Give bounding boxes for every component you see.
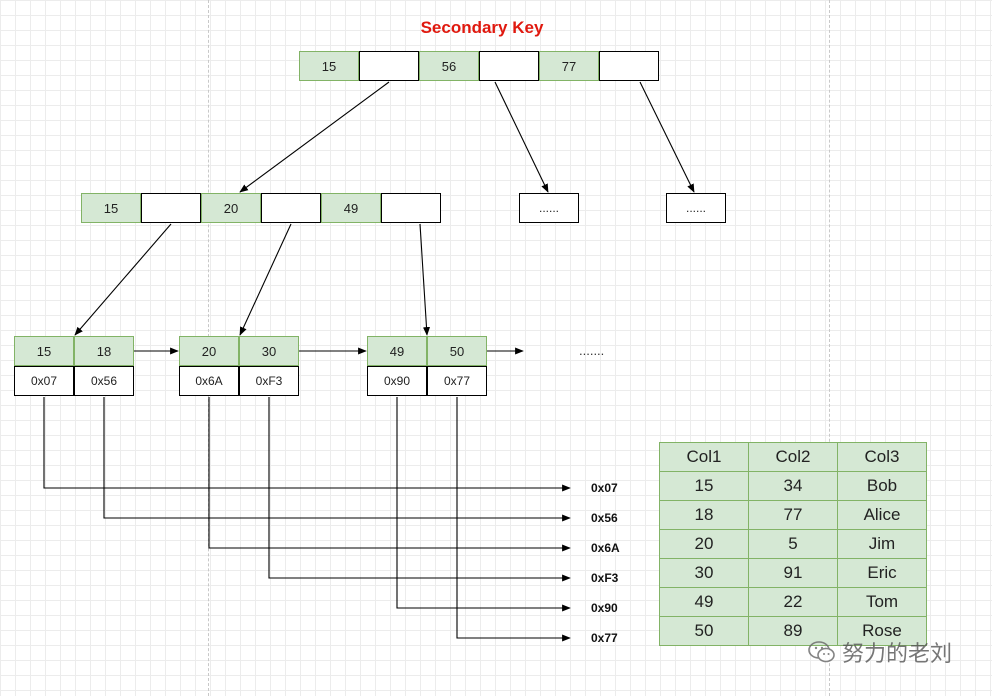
internal-pointer-2 (261, 193, 321, 223)
watermark: 努力的老刘 (808, 636, 952, 668)
table-cell: 91 (748, 558, 838, 588)
table-row: 30 91 Eric (659, 558, 927, 588)
leaf-address: 0x77 (427, 366, 487, 396)
table-row: 20 5 Jim (659, 529, 927, 559)
table-row: 49 22 Tom (659, 587, 927, 617)
arrow-root-to-node-a (494, 81, 549, 193)
internal-key-3: 49 (321, 193, 381, 223)
table-cell: 30 (659, 558, 749, 588)
arrow-address-0x6A (208, 397, 571, 552)
address-label: 0x56 (591, 511, 618, 525)
table-row: 15 34 Bob (659, 471, 927, 501)
leaf-key: 15 (14, 336, 74, 366)
table-cell: 50 (659, 616, 749, 646)
leaf-address: 0x6A (179, 366, 239, 396)
address-label: 0x90 (591, 601, 618, 615)
table-cell: 89 (748, 616, 838, 646)
table-cell: Rose (837, 616, 927, 646)
collapsed-node-b: ...... (666, 193, 726, 223)
internal-key-2: 20 (201, 193, 261, 223)
leaf-address: 0xF3 (239, 366, 299, 396)
internal-key-1: 15 (81, 193, 141, 223)
leaf-key: 50 (427, 336, 487, 366)
diagram-title: Secondary Key (420, 18, 544, 37)
arrow-internal-to-leaf-2 (239, 223, 292, 336)
table-cell: 5 (748, 529, 838, 559)
leaf-address: 0x56 (74, 366, 134, 396)
table-cell: 77 (748, 500, 838, 530)
wechat-icon (808, 641, 835, 663)
table-cell: 34 (748, 471, 838, 501)
collapsed-node-a: ...... (519, 193, 579, 223)
divider-right (829, 0, 830, 696)
table-cell: 49 (659, 587, 749, 617)
table-cell: 22 (748, 587, 838, 617)
root-key-3: 77 (539, 51, 599, 81)
root-pointer-2 (479, 51, 539, 81)
leaf-ellipsis: ....... (579, 343, 605, 358)
table-cell: Alice (837, 500, 927, 530)
internal-pointer-1 (141, 193, 201, 223)
leaf-key: 18 (74, 336, 134, 366)
table-row: 18 77 Alice (659, 500, 927, 530)
leaf-key: 49 (367, 336, 427, 366)
table-cell: Bob (837, 471, 927, 501)
leaf-key: 20 (179, 336, 239, 366)
arrow-root-to-internal (239, 81, 390, 193)
table-header-cell: Col1 (659, 442, 749, 472)
table-cell: Jim (837, 529, 927, 559)
arrow-internal-to-leaf-3 (419, 223, 431, 336)
row-data-table: Col1 Col2 Col3 15 34 Bob 18 77 Alice 20 … (659, 442, 927, 646)
arrow-address-0xF3 (268, 397, 571, 582)
address-label: 0x07 (591, 481, 618, 495)
internal-pointer-3 (381, 193, 441, 223)
arrow-address-0x07 (43, 397, 571, 492)
arrow-address-0x56 (103, 397, 571, 522)
arrow-address-0x90 (396, 397, 571, 612)
arrow-address-0x77 (456, 397, 571, 642)
table-header-cell: Col3 (837, 442, 927, 472)
root-pointer-3 (599, 51, 659, 81)
table-cell: 20 (659, 529, 749, 559)
root-key-1: 15 (299, 51, 359, 81)
arrow-root-to-node-b (639, 81, 695, 193)
address-label: 0x77 (591, 631, 618, 645)
watermark-text: 努力的老刘 (842, 641, 953, 666)
leaf-key: 30 (239, 336, 299, 366)
table-cell: Eric (837, 558, 927, 588)
table-cell: 18 (659, 500, 749, 530)
leaf-address: 0x90 (367, 366, 427, 396)
leaf-address: 0x07 (14, 366, 74, 396)
root-pointer-1 (359, 51, 419, 81)
address-label: 0x6A (591, 541, 620, 555)
table-cell: 15 (659, 471, 749, 501)
root-key-2: 56 (419, 51, 479, 81)
table-cell: Tom (837, 587, 927, 617)
table-header-row: Col1 Col2 Col3 (659, 442, 927, 472)
table-header-cell: Col2 (748, 442, 838, 472)
arrow-internal-to-leaf-1 (74, 223, 172, 336)
table-row: 50 89 Rose (659, 616, 927, 646)
address-label: 0xF3 (591, 571, 619, 585)
